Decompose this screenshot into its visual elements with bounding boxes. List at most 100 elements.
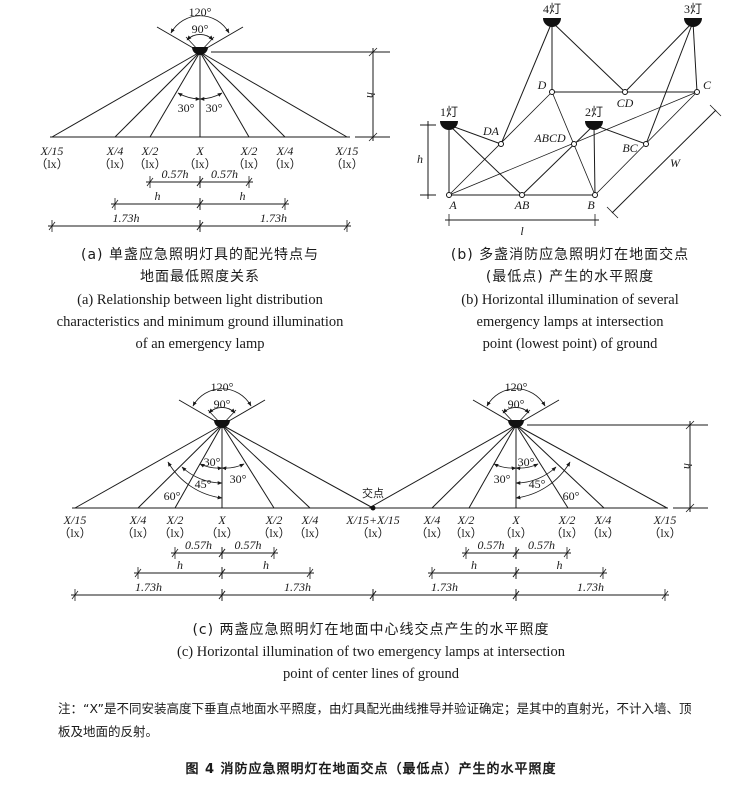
angle-arc-90	[208, 407, 236, 414]
dimension-label: 1.73h	[113, 211, 140, 225]
angle-label-120: 120°	[189, 5, 212, 19]
angle-label-30: 30°	[230, 472, 247, 486]
angle-label-30-right: 30°	[206, 101, 223, 115]
unit-label: （lx）	[232, 157, 265, 171]
ground-illuminance-label: X	[511, 513, 520, 527]
unit-label: （lx）	[356, 526, 389, 540]
intersection-point	[694, 89, 700, 95]
point-label: C	[703, 78, 712, 92]
width-label: W	[670, 156, 681, 170]
angle-label-120: 120°	[505, 380, 528, 394]
ground-illuminance-label: X/4	[129, 513, 147, 527]
lamp-icon	[684, 18, 702, 27]
height-label: h	[364, 92, 378, 98]
lamp-icon	[440, 121, 458, 130]
width-dimension	[611, 109, 717, 214]
unit-label: （lx）	[499, 526, 532, 540]
point-label: DA	[482, 124, 500, 138]
lamp-icon	[585, 121, 603, 130]
angle-label-90: 90°	[192, 22, 209, 36]
connection-lines	[448, 21, 698, 196]
intersection-point	[370, 505, 376, 511]
angle-arc-30-right	[199, 92, 223, 101]
caption-line: (最低点) 产生的水平照度	[485, 269, 655, 285]
ground-illuminance-label: X/2	[141, 144, 159, 158]
intersection-point	[519, 192, 525, 198]
ground-illuminance-label: X/4	[594, 513, 612, 527]
ground-illuminance-label: X/4	[423, 513, 441, 527]
caption-line: point of center lines of ground	[283, 666, 459, 682]
angle-arc-120	[486, 388, 546, 407]
caption-line: characteristics and minimum ground illum…	[56, 314, 344, 330]
angle-label-30: 30°	[494, 472, 511, 486]
caption-line: (a) 单盏应急照明灯具的配光特点与	[81, 247, 319, 263]
angle-arc-30	[221, 463, 245, 471]
ground-illuminance-label: X	[217, 513, 226, 527]
angle-arc-30-left	[177, 92, 201, 101]
unit-label: （lx）	[58, 526, 91, 540]
angle-label-90: 90°	[508, 397, 525, 411]
caption-line: (a) Relationship between light distribut…	[77, 292, 323, 308]
ground-illuminance-label: X/2	[166, 513, 184, 527]
dimension-label: 1.73h	[284, 580, 311, 594]
unit-label: （lx）	[449, 526, 482, 540]
intersection-label: 交点	[362, 486, 384, 500]
height-label: h	[681, 463, 695, 469]
angle-arc-60	[167, 461, 223, 500]
angle-label-45: 45°	[529, 477, 546, 491]
lamp-icon	[543, 18, 561, 27]
ground-illuminance-label: X/15	[63, 513, 87, 527]
angle-arc-120	[192, 388, 252, 407]
unit-label: （lx）	[183, 157, 216, 171]
ground-illuminance-label: X/4	[301, 513, 319, 527]
height-label: h	[417, 152, 423, 166]
ground-illuminance-label: X/2	[457, 513, 475, 527]
caption-line: 地面最低照度关系	[140, 269, 260, 285]
unit-label: （lx）	[268, 157, 301, 171]
dimension-label: h	[155, 189, 161, 203]
ground-illuminance-label: X/2	[265, 513, 283, 527]
dimension-label: 0.57h	[211, 167, 238, 181]
angle-label-60: 60°	[164, 489, 181, 503]
angle-label-45: 45°	[195, 477, 212, 491]
ground-illuminance-label: X/2	[558, 513, 576, 527]
unit-label: （lx）	[293, 526, 326, 540]
lamp-label: 2灯	[585, 105, 603, 119]
ground-illuminance-label: X/15	[335, 144, 359, 158]
point-label: AB	[514, 198, 530, 212]
angle-label-30: 30°	[204, 455, 221, 469]
caption-line: point (lowest point) of ground	[482, 336, 658, 352]
lamp-icon	[508, 420, 524, 428]
unit-label: （lx）	[257, 526, 290, 540]
caption-line: (c) Horizontal illumination of two emerg…	[177, 644, 565, 660]
ground-illuminance-label: X/2	[240, 144, 258, 158]
caption-line: of an emergency lamp	[135, 336, 265, 352]
light-rays: 120°90°120°90°30°30°45°60°30°30°45°60°	[74, 380, 668, 509]
panel-a: 120° 90° 30° 30° h X/15（lx）X/4（lx）X/2（lx…	[35, 5, 390, 232]
caption-b-cn: (b) 多盏消防应急照明灯在地面交点 (最低点) 产生的水平照度	[410, 244, 730, 288]
unit-label: （lx）	[550, 526, 583, 540]
angle-arc-60	[515, 461, 571, 500]
dimension-label: 0.57h	[162, 167, 189, 181]
intersection-point	[498, 141, 504, 147]
caption-line: (b) Horizontal illumination of several	[461, 292, 679, 308]
dimension-label: h	[263, 558, 269, 572]
dimension-label: 0.57h	[185, 538, 212, 552]
caption-c-en: (c) Horizontal illumination of two emerg…	[0, 641, 742, 685]
dimension-label: 0.57h	[235, 538, 262, 552]
unit-label: （lx）	[121, 526, 154, 540]
panel-c: 120°90°120°90°30°30°45°60°30°30°45°60° 交…	[58, 380, 708, 601]
lamp-icon	[192, 47, 208, 55]
ground-illuminance-label: X/4	[276, 144, 294, 158]
unit-label: （lx）	[133, 157, 166, 171]
intersection-point	[571, 141, 577, 147]
light-rays	[50, 26, 350, 138]
dimension-label: h	[177, 558, 183, 572]
caption-a-en: (a) Relationship between light distribut…	[20, 289, 380, 355]
ground-illuminance-label: X/15+X/15	[345, 513, 399, 527]
dimension-label: 1.73h	[577, 580, 604, 594]
angle-arc-120	[170, 15, 230, 34]
lamp-icon	[214, 420, 230, 428]
